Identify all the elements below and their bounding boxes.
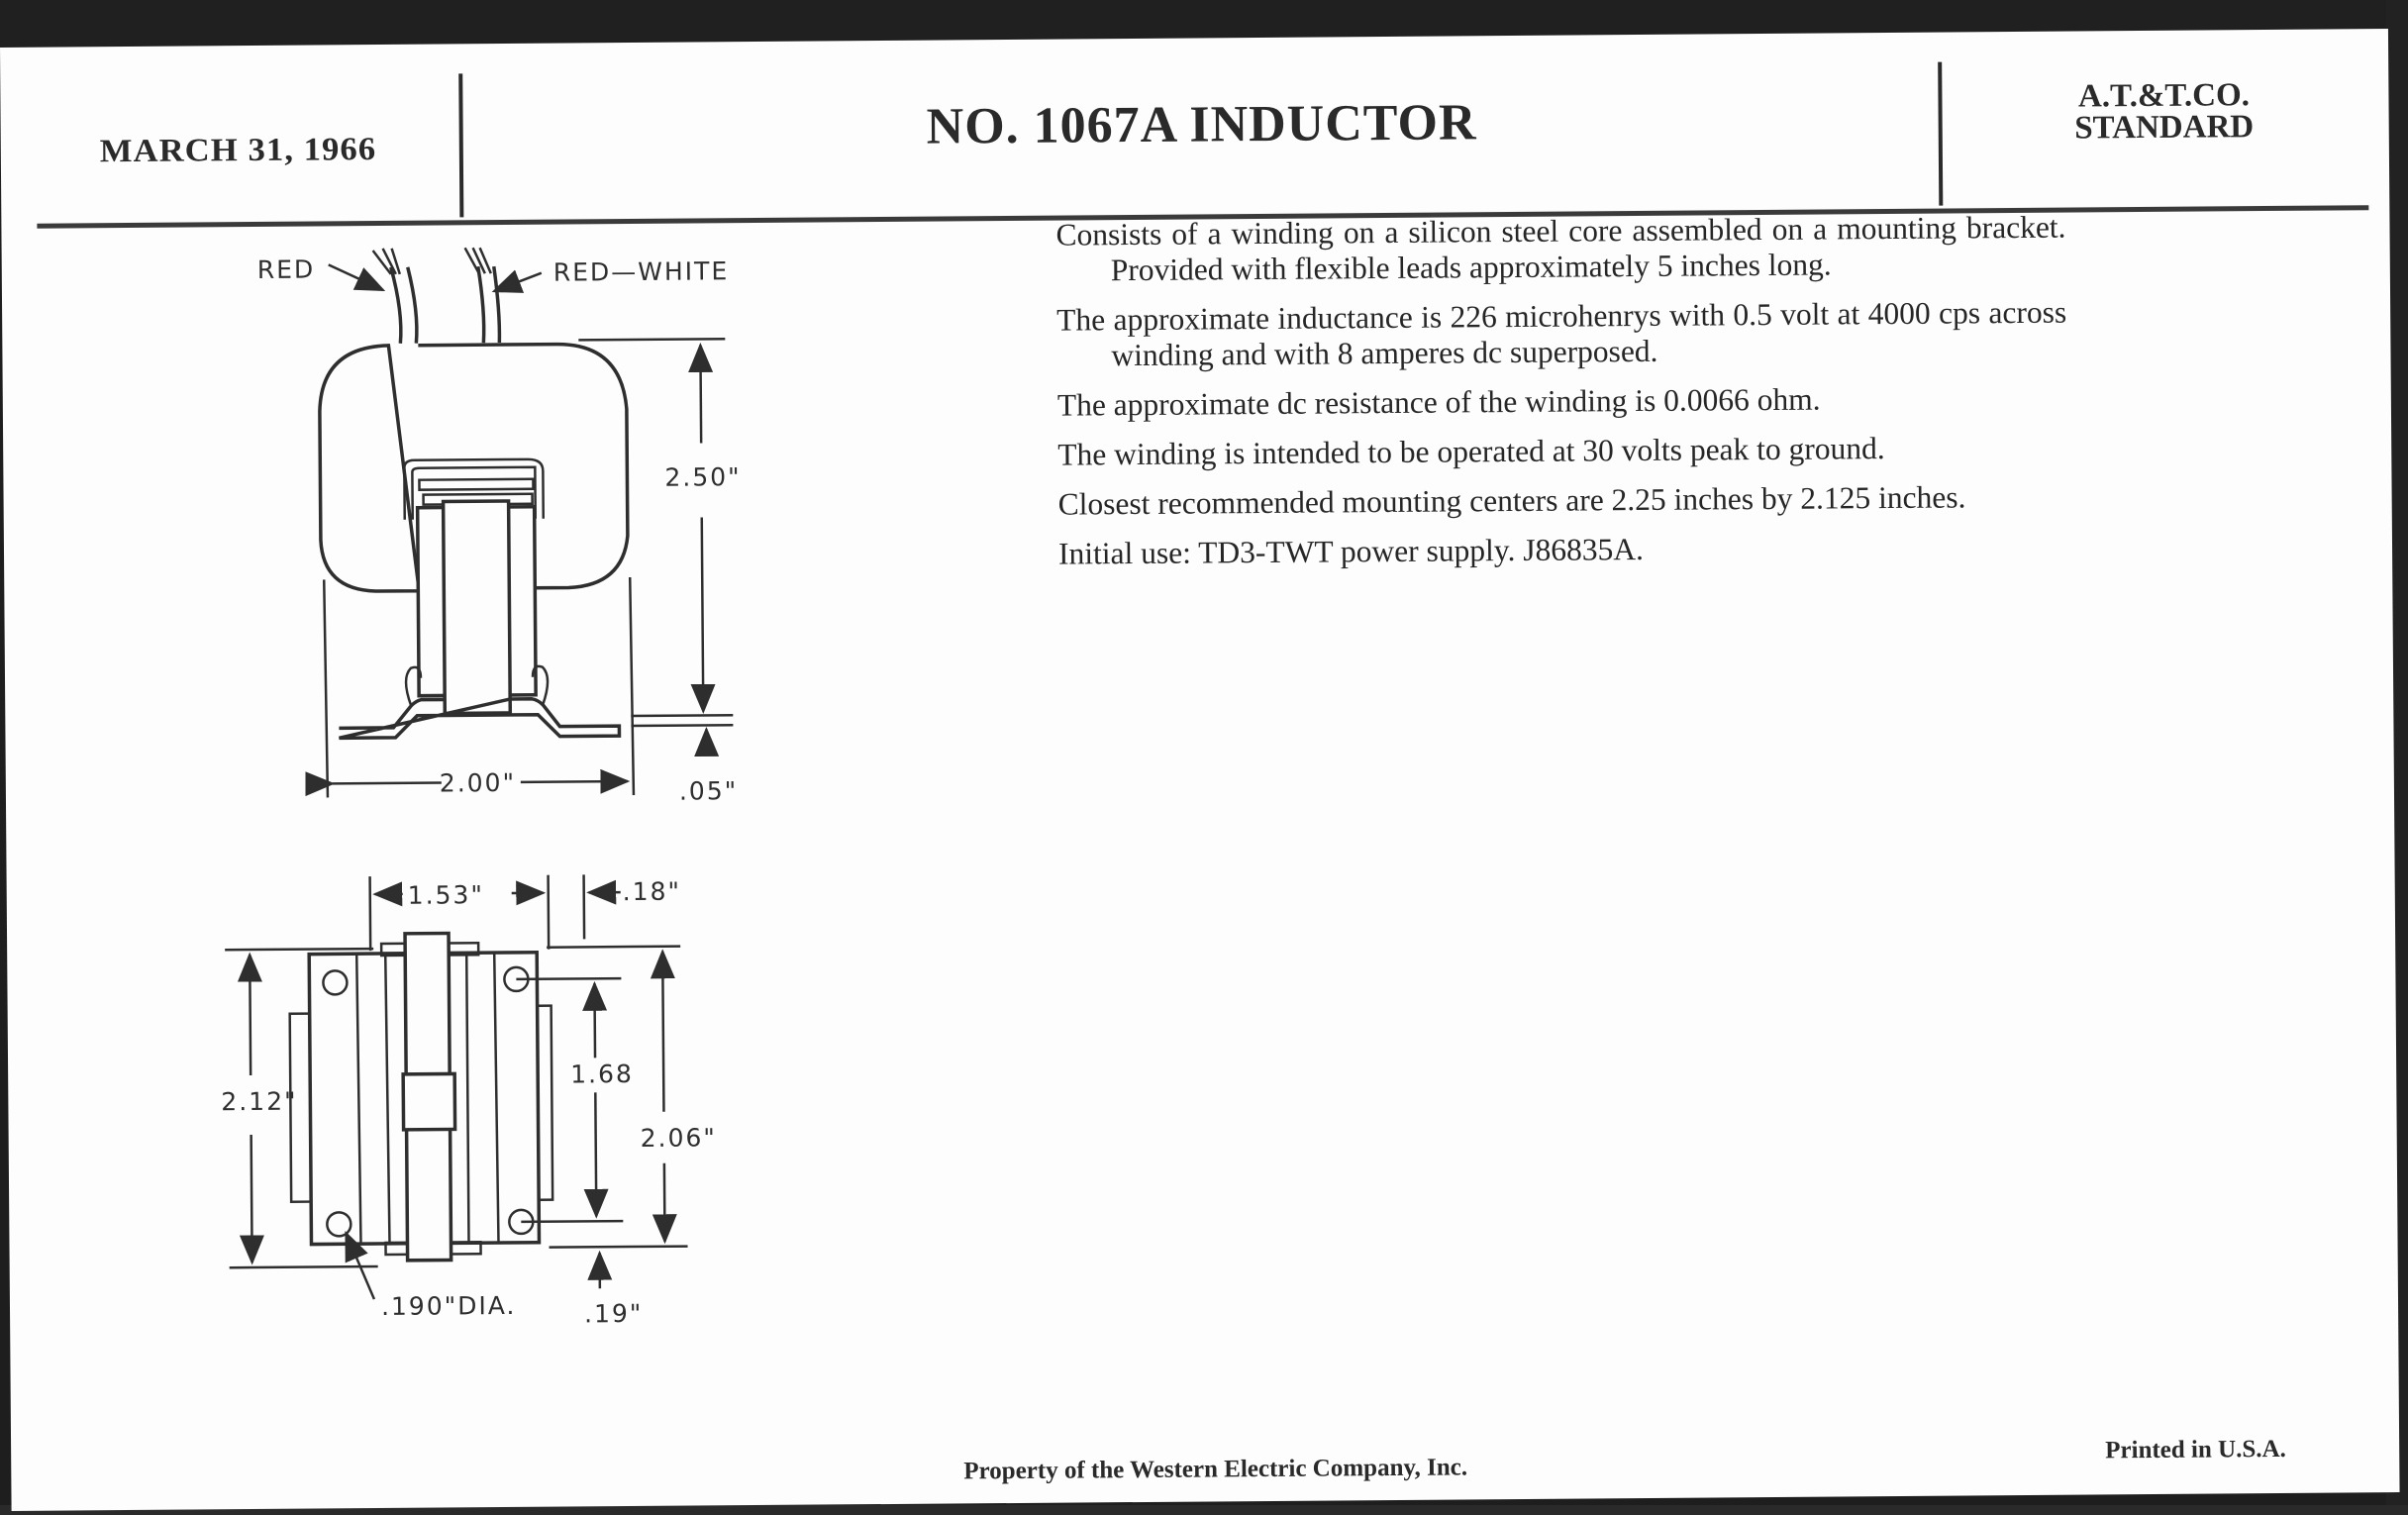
footer-property: Property of the Western Electric Company… (963, 1454, 1468, 1485)
dim-bottom-offset: .19" (584, 1299, 643, 1328)
dim-overall-height: 2.12" (221, 1087, 297, 1117)
label-lead-red: RED (257, 255, 316, 284)
mounting-hole-icon (322, 969, 349, 996)
document-page: MARCH 31, 1966 NO. 1067A INDUCTOR A.T.&T… (0, 29, 2400, 1511)
footer-printed: Printed in U.S.A. (2105, 1435, 2286, 1464)
dim-height: 2.50" (664, 462, 741, 492)
inductor-drawings: RED RED—WHITE 2.00" 2.50" .05" (221, 247, 742, 1328)
dim-hole-spacing-y: 1.68 (570, 1060, 634, 1088)
lead-wire-red (389, 266, 419, 344)
dim-hole-diameter: .190"DIA. (381, 1291, 517, 1321)
lead-wire-red-white (476, 265, 502, 344)
label-lead-red-white: RED—WHITE (553, 256, 730, 286)
front-view-drawing: RED RED—WHITE 2.00" 2.50" .05" (257, 247, 742, 806)
dim-width: 2.00" (440, 768, 516, 798)
dim-base-thickness: .05" (679, 776, 738, 805)
dim-base-height: 2.06" (641, 1123, 717, 1153)
coil-center (441, 499, 513, 716)
dim-hole-spacing-x: 1.53" (408, 880, 484, 910)
coil-clamp (401, 1071, 457, 1132)
dim-edge-offset: .18" (623, 877, 681, 906)
core-outline (318, 342, 630, 593)
mounting-hole-icon (326, 1211, 352, 1238)
top-view-drawing: 1.53" .18" 2.12" 1.68 (221, 874, 717, 1328)
scan-border-bottom (0, 1505, 2408, 1515)
